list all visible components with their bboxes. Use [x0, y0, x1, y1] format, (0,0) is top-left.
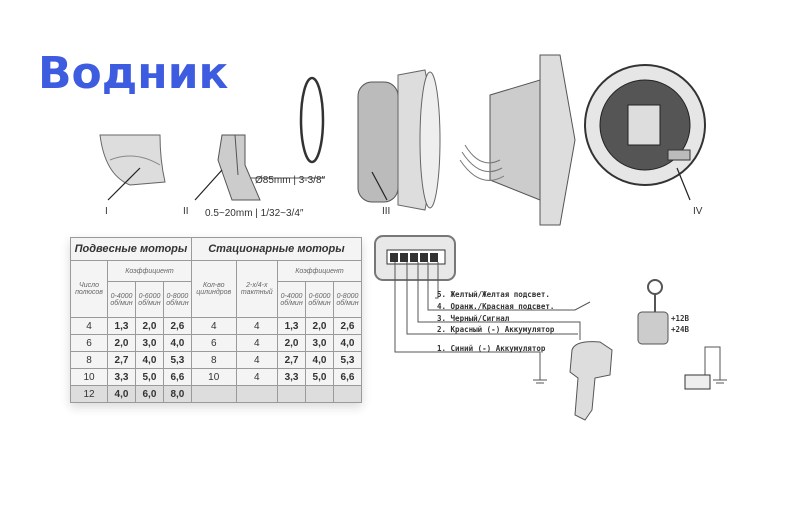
cell: 10 — [190, 368, 237, 386]
cell: 2,0 — [107, 334, 136, 352]
cell: 4 — [69, 317, 109, 335]
coefficient-table: Подвесные моторы Стационарные моторы Чис… — [69, 237, 363, 403]
coefficient-header: Коэффициент — [107, 260, 192, 282]
ignition-key-icon — [647, 279, 663, 312]
cell: 3,0 — [305, 334, 334, 352]
wire-2-label: 2. Красный (-) Аккумулятор — [437, 325, 555, 334]
poles-header: Число полюсов — [69, 260, 109, 318]
cell: 3,3 — [277, 368, 306, 386]
cell: 4,0 — [162, 334, 192, 352]
gauge-body-drawing — [459, 54, 576, 226]
cell: 2,6 — [162, 317, 192, 335]
voltage-12-label: +12В — [671, 314, 690, 323]
wiring-diagram: 5. Желтый/Желтая подсвет. 4. Оранж./Крас… — [374, 235, 727, 421]
range-header: 0-8000 об/мин — [332, 281, 363, 318]
cell — [235, 385, 279, 403]
step-2-drawing: Ø85mm | 3-3/8″ II 0.5~20mm | 1/32~3/4″ — [183, 134, 326, 219]
cell: 2,7 — [277, 351, 306, 369]
cell: 4 — [235, 334, 279, 352]
cell: 8 — [190, 351, 237, 369]
step-3-drawing: III — [357, 69, 441, 217]
cell: 4,0 — [134, 351, 164, 369]
cell — [305, 385, 334, 403]
cell: 6,6 — [162, 368, 192, 386]
step-4-label: IV — [693, 206, 703, 217]
cell: 8 — [69, 351, 109, 369]
cell: 4,0 — [107, 385, 136, 403]
cell: 2,0 — [277, 334, 306, 352]
step-2-label: II — [183, 206, 189, 217]
stroke-header: 2-х/4-х тактный — [235, 260, 279, 318]
step-1-drawing: I — [99, 134, 166, 217]
range-header: 0-4000 об/мин — [107, 281, 136, 318]
cell: 5,3 — [332, 351, 363, 369]
wire-4-label: 4. Оранж./Красная подсвет. — [437, 302, 554, 311]
range-header: 0-6000 об/мин — [134, 281, 164, 318]
cell: 6 — [69, 334, 109, 352]
cell: 10 — [69, 368, 109, 386]
cell: 4 — [235, 317, 279, 335]
inboard-title: Стационарные моторы — [190, 237, 363, 261]
cell: 2,0 — [134, 317, 164, 335]
range-header: 0-8000 об/мин — [162, 281, 192, 318]
cell: 5,3 — [162, 351, 192, 369]
cell: 4 — [235, 368, 279, 386]
thickness-label: 0.5~20mm | 1/32~3/4″ — [205, 208, 304, 219]
cell: 3,0 — [134, 334, 164, 352]
outboard-motor-drawing — [569, 341, 613, 421]
cell: 6,0 — [134, 385, 164, 403]
voltage-24-label: +24В — [671, 325, 690, 334]
outboard-title: Подвесные моторы — [70, 237, 192, 261]
cell: 2,7 — [107, 351, 136, 369]
cell: 12 — [69, 385, 109, 403]
cell: 1,3 — [277, 317, 306, 335]
battery-icon — [684, 374, 711, 390]
wire-5-label: 5. Желтый/Желтая подсвет. — [437, 290, 550, 299]
cell: 4,0 — [332, 334, 363, 352]
range-header: 0-4000 об/мин — [277, 281, 306, 318]
cell — [332, 385, 363, 403]
cell: 4 — [235, 351, 279, 369]
ground-symbols — [533, 379, 727, 384]
cell: 2,0 — [305, 317, 334, 335]
cell — [277, 385, 306, 403]
brand-logo: Водник — [38, 48, 229, 99]
coefficient-header: Коэффициент — [277, 260, 362, 282]
cell: 4,0 — [305, 351, 334, 369]
cell — [190, 385, 237, 403]
wire-1-label: 1. Синий (-) Аккумулятор — [437, 344, 546, 353]
cell: 2,6 — [332, 317, 363, 335]
cell: 8,0 — [162, 385, 192, 403]
cell: 4 — [190, 317, 237, 335]
step-3-label: III — [382, 206, 390, 217]
o-ring — [299, 76, 325, 164]
cell: 6 — [190, 334, 237, 352]
step-4-drawing: IV — [584, 64, 706, 217]
cell: 6,6 — [332, 368, 363, 386]
cell: 5,0 — [134, 368, 164, 386]
range-header: 0-6000 об/мин — [305, 281, 334, 318]
wire-3-label: 3. Черный/Сигнал — [437, 314, 510, 323]
cylinders-header: Кол-во цилиндров — [190, 260, 237, 318]
cell: 3,3 — [107, 368, 136, 386]
ignition-switch — [637, 311, 669, 345]
step-1-label: I — [105, 206, 108, 217]
cell: 1,3 — [107, 317, 136, 335]
cell: 5,0 — [305, 368, 334, 386]
diameter-label: Ø85mm | 3-3/8″ — [255, 175, 326, 186]
